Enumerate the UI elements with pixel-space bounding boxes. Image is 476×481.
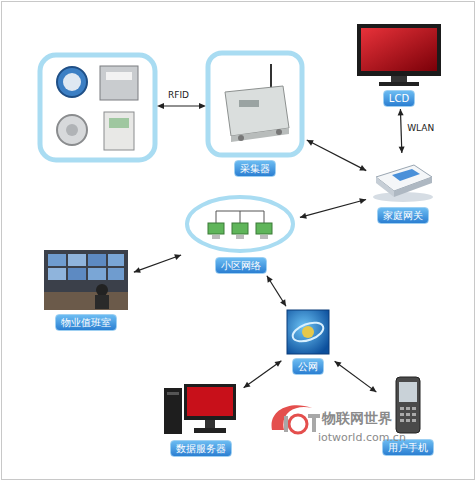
arrow-head: [370, 386, 377, 392]
node-icon: [283, 308, 333, 356]
collector: 采集器: [205, 50, 305, 177]
public-network: 公网: [283, 308, 333, 375]
property-room: 物业值班室: [40, 248, 132, 331]
arrow-head: [174, 254, 181, 260]
node-icon: [378, 375, 438, 437]
node-label: 家庭网关: [377, 207, 429, 224]
arrow-head: [157, 103, 164, 109]
node-icon: [355, 22, 443, 88]
home-gateway: 家庭网关: [368, 155, 438, 224]
arrow-head: [307, 140, 314, 146]
connector-line: [134, 255, 181, 272]
arrow-head: [134, 267, 141, 273]
node-icon: [183, 193, 298, 255]
detector-center: [66, 124, 78, 136]
connector: [300, 198, 366, 218]
node-label: LCD: [383, 90, 415, 107]
meter-group: [40, 55, 155, 160]
connector-line: [335, 361, 377, 392]
arrow-head: [280, 299, 286, 306]
rfid-line: [160, 105, 203, 106]
protocol-label: RFID: [168, 90, 189, 100]
watermark-logo: [272, 405, 320, 433]
logo-bar: [284, 416, 288, 432]
edge-label: WLAN: [407, 123, 434, 133]
arrow-head: [359, 198, 366, 204]
connector-line: [300, 199, 366, 217]
arrow-head: [300, 213, 307, 219]
meter-box: [40, 55, 155, 160]
detector: [57, 115, 87, 145]
connector: [307, 140, 366, 171]
community-network: 小区网络: [183, 193, 298, 274]
gas-meter-window: [106, 72, 132, 80]
connector-line: [267, 276, 286, 307]
arrow-head: [399, 147, 405, 153]
electric-meter-screen: [109, 118, 129, 128]
node-label: 数据服务器: [170, 440, 232, 457]
node-label: 物业值班室: [55, 314, 117, 331]
connector: [267, 276, 286, 307]
rfid-arrow: [157, 103, 206, 109]
arrow-head: [267, 276, 273, 283]
connector: [398, 109, 405, 153]
arrow-head: [398, 109, 404, 115]
arrow-head: [335, 361, 342, 367]
connector: [134, 254, 181, 272]
electric-meter: [104, 112, 134, 150]
logo-ring: [289, 415, 307, 433]
node-label: 公网: [292, 358, 324, 375]
logo-bar: [312, 414, 316, 432]
arrow-head: [274, 361, 281, 367]
node-icon: [368, 155, 438, 205]
gas-meter: [100, 66, 138, 100]
connector: [335, 361, 377, 392]
water-meter: [57, 67, 87, 97]
watermark: 物联网世界: [322, 410, 392, 428]
node-icon: [40, 248, 132, 312]
watermark-url: iotworld.com.cn: [318, 431, 406, 444]
arrow-head: [199, 103, 206, 109]
node-label: 采集器: [234, 160, 276, 177]
arrow-head: [359, 165, 366, 171]
connector: [244, 361, 282, 388]
water-meter-dial: [63, 73, 81, 91]
node-icon: [205, 50, 305, 158]
connector-line: [244, 361, 282, 388]
node-icon: [160, 380, 242, 438]
data-server: 数据服务器: [160, 380, 242, 457]
connector-line: [307, 140, 366, 171]
node-label: 小区网络: [215, 257, 267, 274]
connector-line: [400, 109, 401, 153]
lcd-screen: LCD: [355, 22, 443, 107]
arrow-head: [244, 382, 251, 388]
